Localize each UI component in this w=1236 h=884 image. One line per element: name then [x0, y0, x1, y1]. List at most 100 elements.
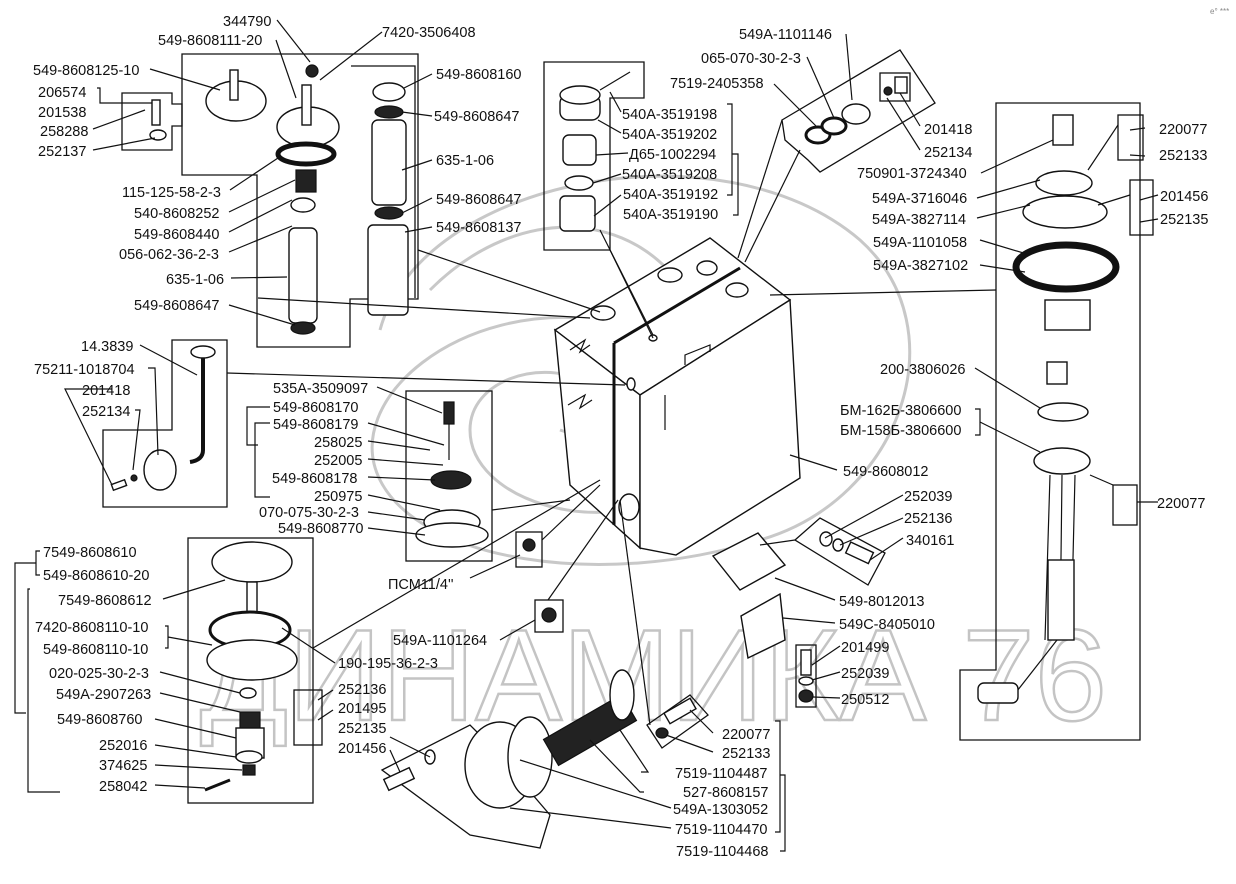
part-label: 549A-3827114 [872, 212, 966, 228]
part-label: 549A-1303052 [673, 802, 768, 818]
part-label: 549-8608179 [273, 417, 358, 433]
heater-assembly [380, 599, 709, 849]
part-label: 374625 [99, 758, 147, 774]
part-label: 7519-1104470 [675, 822, 767, 838]
part-label: 540A-3519190 [623, 207, 718, 223]
part-label: 549A-2907263 [56, 687, 151, 703]
part-label: 549-8608647 [134, 298, 219, 314]
part-label: 549-8012013 [839, 594, 924, 610]
part-label: 258288 [40, 124, 88, 140]
part-labels: 344790 549-8608111-20 7420-3506408 549-8… [33, 14, 1208, 860]
part-label: 549-8608160 [436, 67, 521, 83]
part-label: 635-1-06 [436, 153, 494, 169]
part-label: 549-8608610-20 [43, 568, 149, 584]
part-label: 7519-2405358 [670, 76, 764, 92]
part-label: 250975 [314, 489, 362, 505]
part-label: 201418 [82, 383, 130, 399]
leader-lines [14, 19, 1159, 852]
part-label: 201495 [338, 701, 386, 717]
part-label: 252136 [904, 511, 952, 527]
mount-bracket-assembly [711, 517, 886, 708]
part-label: 540A-3519202 [622, 127, 717, 143]
part-label: 7549-8608612 [58, 593, 152, 609]
part-label: 252133 [722, 746, 770, 762]
part-label: 065-070-30-2-3 [701, 51, 801, 67]
part-label: 14.3839 [81, 339, 133, 355]
part-label: 252137 [38, 144, 86, 160]
part-label: 7420-3506408 [382, 25, 476, 41]
part-label: 252135 [338, 721, 386, 737]
part-label: 115-125-58-2-3 [122, 185, 221, 201]
part-label: 252133 [1159, 148, 1207, 164]
part-label: 540A-3519192 [623, 187, 718, 203]
part-label: 540-8608252 [134, 206, 219, 222]
watermark-text: ДИНАМИКА 76 [200, 602, 1107, 748]
part-label: 549A-1101264 [393, 633, 487, 649]
outlet-seal-assembly [781, 49, 936, 173]
part-label: 549-8608170 [273, 400, 358, 416]
part-label: 549-8608440 [134, 227, 219, 243]
breather-filter-assembly [121, 53, 419, 348]
part-label: 75211-1018704 [34, 362, 135, 378]
part-label: 549-8608137 [436, 220, 521, 236]
part-label: 7420-8608110-10 [35, 620, 148, 636]
part-label: 344790 [223, 14, 271, 30]
part-label: 540A-3519208 [622, 167, 717, 183]
part-label: 549-8608647 [436, 192, 521, 208]
corner-mark: e° *** [1210, 7, 1229, 16]
part-label: 549-8608647 [434, 109, 519, 125]
part-label: 527-8608157 [683, 785, 768, 801]
part-label: 206574 [38, 85, 86, 101]
part-label: 549C-8405010 [839, 617, 935, 633]
part-label: 549A-3827102 [873, 258, 968, 274]
part-label: 201538 [38, 105, 86, 121]
part-label: 252134 [924, 145, 972, 161]
part-label: 056-062-36-2-3 [119, 247, 219, 263]
part-label: 635-1-06 [166, 272, 224, 288]
part-label: 549A-1101146 [739, 27, 832, 43]
filler-neck-assembly [187, 537, 323, 804]
part-label: 250512 [841, 692, 889, 708]
part-label: 252134 [82, 404, 130, 420]
part-label: 340161 [906, 533, 954, 549]
part-label: 540A-3519198 [622, 107, 717, 123]
part-label: 258025 [314, 435, 362, 451]
part-label: 252136 [338, 682, 386, 698]
part-label: 252135 [1160, 212, 1208, 228]
part-label: БМ-162Б-3806600 [840, 403, 961, 419]
part-label: 020-025-30-2-3 [49, 666, 149, 682]
part-label: 7519-1104468 [676, 844, 768, 860]
part-label: 549-8608111-20 [158, 33, 262, 49]
drain-tube-assembly [102, 339, 228, 508]
fuel-tank [553, 237, 801, 556]
part-label: 750901-3724340 [857, 166, 967, 182]
part-label: 549-8608110-10 [43, 642, 148, 658]
part-label: БМ-158Б-3806600 [840, 423, 961, 439]
part-label: 190-195-36-2-3 [338, 656, 438, 672]
part-label: 7519-1104487 [675, 766, 767, 782]
part-label: 252016 [99, 738, 147, 754]
part-label: 220077 [1157, 496, 1205, 512]
drain-valve-assembly [405, 390, 543, 568]
part-label: ПСМ11/4'' [388, 577, 454, 593]
level-sensor-assembly [959, 102, 1154, 741]
part-label: 549-8608770 [278, 521, 363, 537]
part-label: 201499 [841, 640, 889, 656]
part-label: 7549-8608610 [43, 545, 137, 561]
part-label: 070-075-30-2-3 [259, 505, 359, 521]
part-label: 258042 [99, 779, 147, 795]
part-label: Д65-1002294 [629, 147, 716, 163]
part-label: 535A-3509097 [273, 381, 368, 397]
part-label: 252005 [314, 453, 362, 469]
part-label: 220077 [1159, 122, 1207, 138]
part-label: 549-8608125-10 [33, 63, 139, 79]
part-label: 252039 [904, 489, 952, 505]
part-label: 201418 [924, 122, 972, 138]
part-label: 549-8608760 [57, 712, 142, 728]
fuel-filter-assembly [543, 61, 645, 251]
part-label: 549A-1101058 [873, 235, 967, 251]
part-label: 201456 [1160, 189, 1208, 205]
part-label: 549-8608178 [272, 471, 357, 487]
part-label: 252039 [841, 666, 889, 682]
